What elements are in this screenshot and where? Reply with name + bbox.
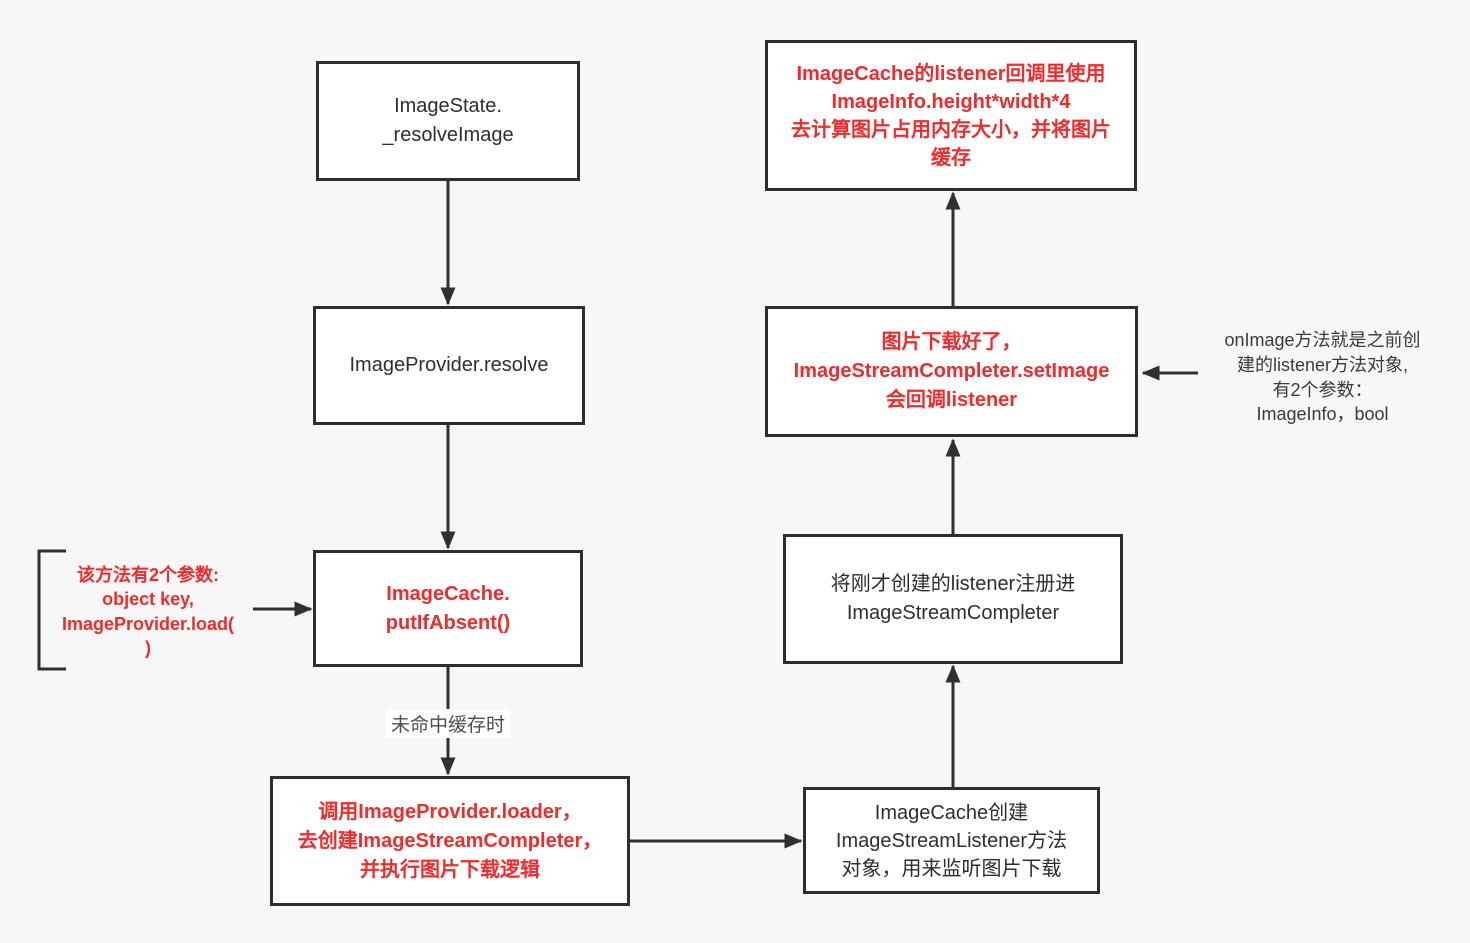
- left-square-bracket: [37, 549, 66, 671]
- note-putifabsent-params: 该方法有2个参数: object key, ImageProvider.load…: [61, 565, 235, 658]
- node-imageprovider-resolve-label: ImageProvider.resolve: [349, 354, 549, 376]
- node-imagestate-resolveimage-label: ImageState. _resolveImage: [382, 95, 514, 146]
- node-cache-memory-calc-label: ImageCache的listener回调里使用 ImageInfo.heigh…: [791, 62, 1111, 169]
- node-imagecache-putifabsent-label: ImageCache. putIfAbsent(): [385, 582, 511, 634]
- node-create-stream-listener: ImageCache创建 ImageStreamListener方法 对象，用来…: [803, 787, 1100, 894]
- node-register-listener-label: 将刚才创建的listener注册进 ImageStreamCompleter: [830, 573, 1076, 624]
- edge-label-cache-miss: 未命中缓存时: [386, 709, 511, 738]
- node-loader-create-completer: 调用ImageProvider.loader， 去创建ImageStreamCo…: [270, 776, 630, 906]
- node-create-stream-listener-label: ImageCache创建 ImageStreamListener方法 对象，用来…: [835, 801, 1068, 880]
- node-setimage-callback: 图片下载好了， ImageStreamCompleter.setImage 会回…: [765, 306, 1138, 437]
- node-setimage-callback-label: 图片下载好了， ImageStreamCompleter.setImage 会回…: [793, 331, 1110, 411]
- node-register-listener: 将刚才创建的listener注册进 ImageStreamCompleter: [783, 534, 1123, 664]
- node-imagestate-resolveimage: ImageState. _resolveImage: [316, 61, 580, 181]
- node-loader-create-completer-label: 调用ImageProvider.loader， 去创建ImageStreamCo…: [297, 800, 603, 881]
- note-onimage: onImage方法就是之前创 建的listener方法对象, 有2个参数： Im…: [1224, 330, 1421, 425]
- node-cache-memory-calc: ImageCache的listener回调里使用 ImageInfo.heigh…: [765, 40, 1137, 191]
- node-imagecache-putifabsent: ImageCache. putIfAbsent(): [313, 550, 583, 667]
- node-imageprovider-resolve: ImageProvider.resolve: [313, 306, 585, 425]
